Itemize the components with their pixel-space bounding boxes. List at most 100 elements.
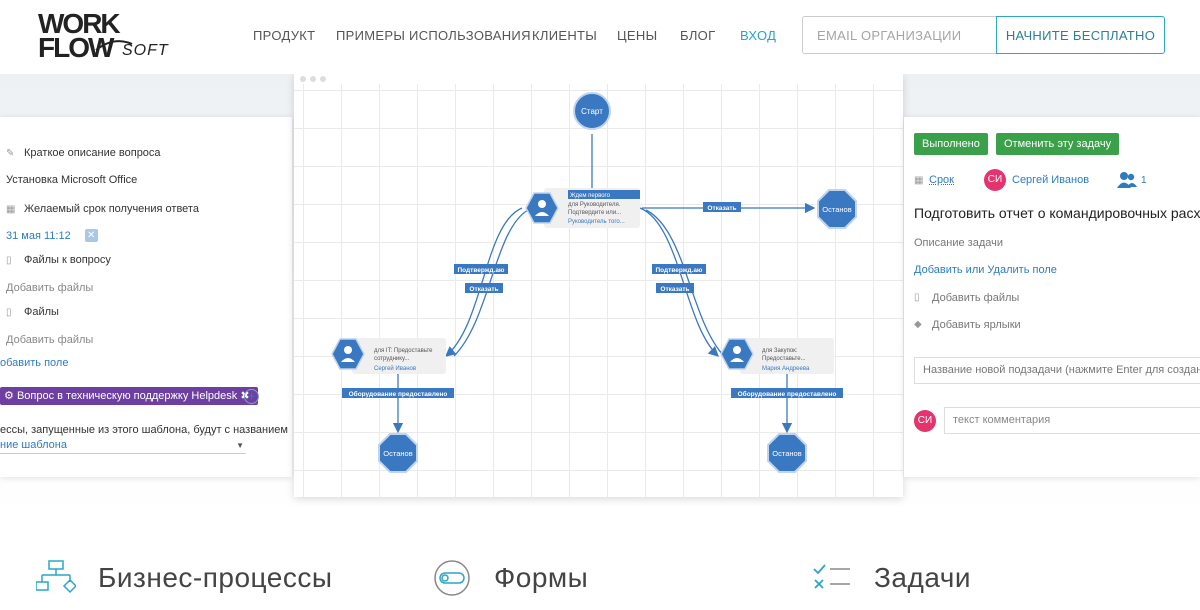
nav-prices[interactable]: ЦЕНЫ — [617, 28, 658, 43]
window-dots — [300, 76, 326, 82]
stop-label-left: Останов — [383, 449, 412, 458]
stop-label-top: Останов — [822, 205, 851, 214]
short-desc-label: Краткое описание вопроса — [24, 147, 161, 159]
done-button[interactable]: Выполнено — [914, 133, 988, 155]
right-user-node[interactable]: для Закупок: Предоставьте... Мария Андре… — [720, 338, 834, 374]
comment-input[interactable]: текст комментария — [944, 407, 1200, 434]
checklist-icon — [813, 564, 850, 589]
feature-tasks[interactable]: Задачи — [812, 560, 971, 596]
task-panel: Выполнено Отменить эту задачу ▦ Срок СИ … — [904, 117, 1200, 477]
left-user-node[interactable]: для IT: Предоставьте сотруднику... Серге… — [331, 338, 446, 374]
stop-node-top[interactable] — [817, 189, 857, 229]
task-desc-label[interactable]: Описание задачи — [914, 237, 1003, 249]
user-icon — [733, 346, 741, 354]
process-flow-icon — [36, 560, 76, 594]
file-icon: ▯ — [914, 292, 920, 303]
avatar: СИ — [914, 409, 936, 432]
subtask-placeholder: Название новой подзадачи (нажмите Enter … — [923, 364, 1200, 376]
file-icon: ▯ — [6, 306, 12, 318]
user-icon — [538, 200, 546, 208]
add-remove-field-link[interactable]: Добавить или Удалить поле — [914, 264, 1057, 276]
subtask-input[interactable]: Название новой подзадачи (нажмите Enter … — [914, 357, 1200, 384]
edge-confirm-right[interactable]: Подтвержд.аю — [656, 267, 703, 274]
email-input[interactable] — [802, 16, 997, 54]
file-icon: ▯ — [6, 254, 12, 266]
start-free-button[interactable]: НАЧНИТЕ БЕСПЛАТНО — [996, 16, 1165, 54]
comment-placeholder: текст комментария — [953, 414, 1051, 426]
nav-login[interactable]: ВХОД — [740, 28, 777, 43]
top-node-user: Руководитель того... — [568, 219, 625, 225]
edge-equipment-left[interactable]: Оборудование предоставлено — [349, 390, 448, 398]
process-diagram: Старт Ждем первого для Руководителя. Под… — [331, 92, 857, 473]
edge-label-bg — [465, 283, 503, 293]
deadline-label: Желаемый срок получения ответа — [24, 203, 199, 215]
deadline-value[interactable]: 31 мая 11:12 — [6, 229, 71, 242]
top-node-line3: Подтвердите или... — [568, 210, 621, 216]
tag-icon: ⚙ — [4, 390, 14, 402]
add-field-link[interactable]: обавить поле — [0, 357, 69, 369]
cancel-task-button[interactable]: Отменить эту задачу — [996, 133, 1120, 155]
avatar[interactable]: СИ — [984, 169, 1006, 191]
add-files-link-1[interactable]: Добавить файлы — [6, 282, 94, 294]
process-canvas[interactable]: Старт Ждем первого для Руководителя. Под… — [294, 74, 903, 497]
right-node-line2: Предоставьте... — [762, 356, 806, 362]
participants-icon[interactable] — [1116, 171, 1138, 189]
edge-refuse-right[interactable]: Отказать — [660, 286, 689, 293]
template-name-value: ние шаблона — [0, 439, 67, 451]
participants-count: 1 — [1141, 174, 1147, 186]
tag-icon: ◆ — [914, 319, 922, 330]
template-tag[interactable]: ⚙ Вопрос в техническую поддержку Helpdes… — [0, 387, 258, 405]
nav-blog[interactable]: БЛОГ — [680, 28, 716, 43]
nav-clients[interactable]: КЛИЕНТЫ — [532, 28, 598, 43]
top-node-line1: Ждем первого — [570, 193, 611, 199]
stop-node-right[interactable] — [767, 433, 807, 473]
task-title[interactable]: Подготовить отчет о командировочных расх… — [914, 205, 1200, 221]
edge-equipment-right[interactable]: Оборудование предоставлено — [738, 390, 837, 398]
logo-line-1: WORK — [38, 8, 121, 39]
assignee-name[interactable]: Сергей Иванов — [1012, 174, 1090, 186]
files-label: Файлы к вопросу — [24, 254, 111, 266]
feature-processes[interactable]: Бизнес-процессы — [36, 560, 332, 596]
add-tag-button[interactable]: + — [244, 389, 259, 404]
right-node-line1: для Закупок: — [762, 348, 798, 354]
calendar-icon: ▦ — [914, 174, 924, 186]
edge-confirm-left[interactable]: Подтвержд.аю — [458, 267, 505, 274]
stop-label-right: Останов — [772, 449, 801, 458]
left-node-line2: сотруднику... — [374, 356, 410, 362]
clear-date-icon[interactable]: ✕ — [84, 229, 98, 242]
task-add-labels[interactable]: Добавить ярлыки — [932, 319, 1021, 331]
nav-examples[interactable]: ПРИМЕРЫ ИСПОЛЬЗОВАНИЯ — [336, 28, 531, 43]
left-node-user: Сергей Иванов — [374, 365, 416, 372]
site-header: WORK FLOW SOFT ПРОДУКТ ПРИМЕРЫ ИСПОЛЬЗОВ… — [0, 0, 1200, 74]
task-add-files[interactable]: Добавить файлы — [932, 292, 1020, 304]
edge-label-bg — [656, 283, 694, 293]
deadline-link[interactable]: Срок — [929, 174, 954, 186]
edge-refuse-top[interactable]: Отказать — [707, 205, 736, 212]
chevron-down-icon: ▼ — [236, 441, 244, 450]
edge-refuse-left[interactable]: Отказать — [469, 286, 498, 293]
logo[interactable]: WORK FLOW SOFT — [38, 10, 168, 62]
logo-swoosh-icon — [95, 40, 133, 51]
tag-label: Вопрос в техническую поддержку Helpdesk — [16, 390, 238, 402]
form-panel: ✎ Краткое описание вопроса Установка Mic… — [0, 117, 292, 477]
feature-forms-label: Формы — [494, 562, 589, 593]
right-node-user: Мария Андреева — [762, 366, 810, 372]
feature-forms[interactable]: Формы — [432, 560, 588, 596]
edge-label-bg — [652, 264, 706, 274]
short-desc-value[interactable]: Установка Microsoft Office — [6, 174, 138, 186]
top-node-line2: для Руководителя. — [568, 202, 621, 208]
nav-product[interactable]: ПРОДУКТ — [253, 28, 316, 43]
processes-text: ессы, запущенные из этого шаблона, будут… — [0, 424, 288, 436]
feature-tasks-label: Задачи — [874, 562, 972, 593]
calendar-icon: ▦ — [6, 203, 16, 215]
add-files-link-2[interactable]: Добавить файлы — [6, 334, 94, 346]
edge-label-bg — [731, 388, 843, 398]
template-name-select[interactable]: ние шаблона ▼ — [0, 439, 246, 454]
stop-node-left[interactable] — [378, 433, 418, 473]
edge-label-bg — [454, 264, 508, 274]
start-node[interactable] — [573, 92, 611, 130]
logo-line-2: FLOW — [38, 32, 114, 63]
top-user-node[interactable]: Ждем первого для Руководителя. Подтверди… — [525, 188, 640, 228]
edge-label-bg — [342, 388, 454, 398]
left-node-line1: для IT: Предоставьте — [374, 348, 433, 354]
